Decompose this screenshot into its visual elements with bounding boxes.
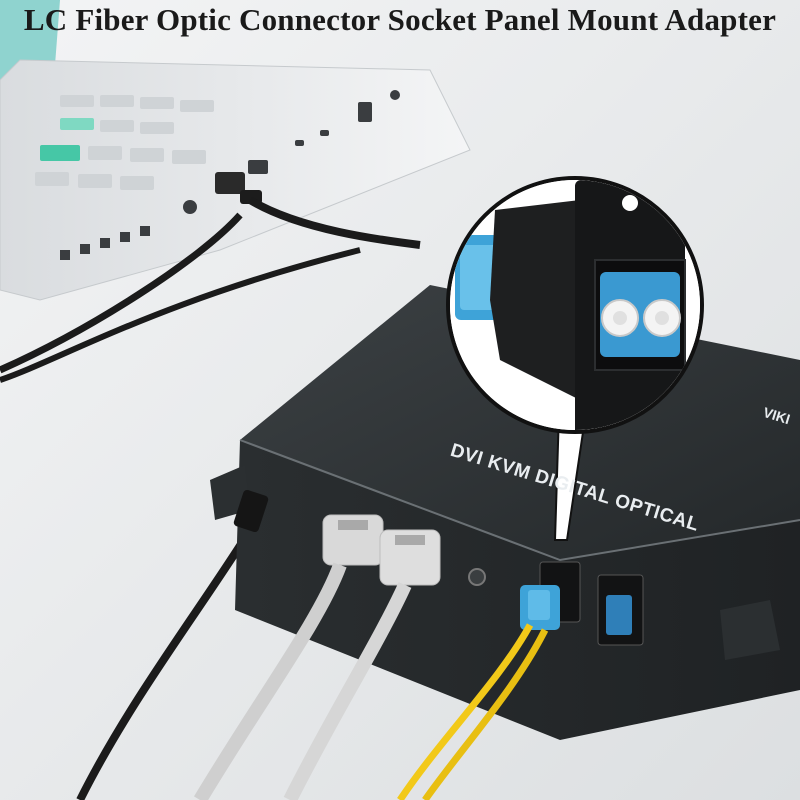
fiber-cable-a [397,623,534,800]
usb-cable-2 [283,582,412,800]
black-cable-upper [247,196,421,249]
laptop-keyboard [35,95,214,190]
device-foot-right [720,600,780,660]
status-led [468,568,486,586]
black-cable-back [0,247,361,383]
usb-cable-1 [193,562,347,800]
black-cable-left [0,212,243,374]
lc-connector-plug [520,585,560,630]
black-cable-front [76,527,254,800]
device-edge [239,439,800,562]
usb-plug-2 [379,529,441,586]
page-title: LC Fiber Optic Connector Socket Panel Mo… [23,2,777,37]
usb-plug-1 [322,514,384,566]
lc-port-2 [606,595,632,635]
zoom-inset [450,180,700,430]
mount-hole-top [622,195,638,211]
fiber-cable-b [422,628,549,800]
laptop-ports [60,90,400,260]
adapter-side-housing [490,200,580,400]
dc-power-plug [233,489,269,533]
